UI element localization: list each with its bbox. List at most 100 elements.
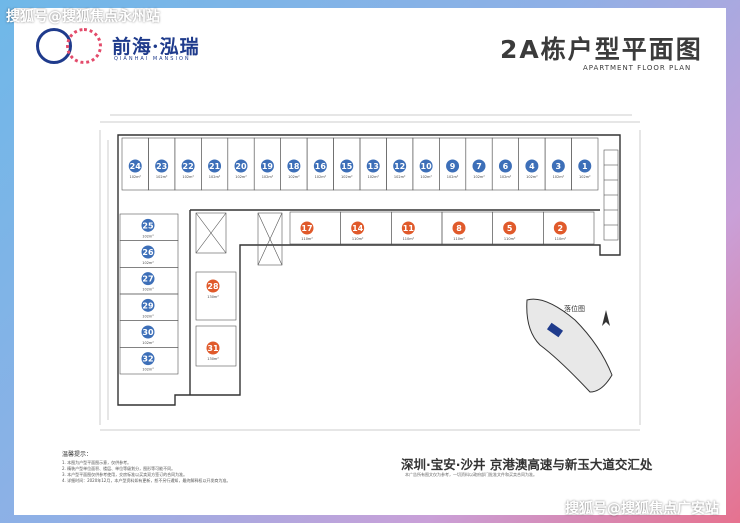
unit-number-badge-icon [313,159,327,173]
unit-number-badge-icon [260,159,274,173]
unit-number-badge-icon [141,272,155,286]
west-unit-walls [119,213,237,375]
note-line: 2. 精装户型单位面积、楼层、单位等级划分，图形等可能不同。 [62,466,176,471]
north-unit-walls [121,137,599,191]
site-building-marker-icon [546,322,564,338]
unit-area: 102m² [142,314,154,318]
north-unit: 12 102m² [393,159,407,179]
unit-number: 10 [421,162,433,171]
unit-cell [492,211,544,245]
unit-number: 11 [403,224,415,233]
brand-name-en: QIANHAI MANSION [114,56,191,62]
north-unit: 4 102m² [525,159,539,179]
unit-number-badge-icon [141,245,155,259]
unit-area: 102m² [262,175,274,179]
unit-number: 23 [156,162,167,171]
watermark-top: 搜狐号@搜狐焦点永州站 [6,9,160,25]
unit-number: 2 [558,224,564,233]
unit-number-badge-icon [155,159,169,173]
unit-area: 102m² [394,175,406,179]
elevator-core [195,149,619,266]
unit-area: 102m² [209,175,221,179]
unit-number-badge-icon [128,159,142,173]
unit-area: 102m² [500,175,512,179]
unit-area: 110m² [301,237,313,241]
unit-area: 102m² [473,175,485,179]
unit-badges: 24102m²23102m²22102m²21102m²20102m²19102… [128,159,592,372]
north-unit: 16 102m² [313,159,327,179]
unit-number-badge-icon [181,159,195,173]
unit-cell [571,137,599,191]
watermark-bottom: 搜狐号@搜狐焦点广安站 [565,501,719,517]
unit-number: 16 [315,162,327,171]
unit-cell [441,211,493,245]
unit-number-badge-icon [351,221,365,235]
unit-area: 102m² [315,175,327,179]
unit-number: 5 [507,224,513,233]
unit-area: 110m² [403,237,415,241]
unit-number: 12 [394,162,405,171]
unit-number: 1 [582,162,588,171]
unit-number: 13 [368,162,379,171]
note-line: 3. 本户型平面图仅供参考使用，交房标准以买卖双方签订的合同为准。 [62,472,188,477]
unit-number-badge-icon [452,221,466,235]
notes-title: 温馨提示： [62,451,93,458]
unit-number: 29 [142,301,154,310]
north-unit: 7 102m² [472,159,486,179]
unit-number-badge-icon [401,221,415,235]
unit-number: 31 [207,344,219,353]
site-plan [526,298,613,393]
unit-number-badge-icon [141,325,155,339]
unit-number: 8 [456,224,462,233]
unit-area: 102m² [129,175,141,179]
unit-number-badge-icon [525,159,539,173]
building-outline [117,134,621,406]
unit-number: 4 [529,162,535,171]
unit-number: 15 [341,162,353,171]
unit-number-badge-icon [553,221,567,235]
unit-cell [543,211,595,245]
unit-number-badge-icon [366,159,380,173]
unit-number: 27 [142,275,153,284]
unit-area: 102m² [526,175,538,179]
unit-number: 20 [235,162,247,171]
unit-number-badge-icon [141,218,155,232]
unit-number-badge-icon [287,159,301,173]
unit-number-badge-icon [340,159,354,173]
unit-number-badge-icon [503,221,517,235]
logo-ring-dotted-icon [66,28,102,64]
unit-number-badge-icon [446,159,460,173]
unit-area: 102m² [579,175,591,179]
page-subtitle: APARTMENT FLOOR PLAN [583,64,692,72]
dimension-lines [99,114,641,431]
project-location: 深圳·宝安·沙井 京港澳高速与新玉大道交汇处 [401,457,653,472]
unit-number-badge-icon [578,159,592,173]
unit-number: 25 [142,221,154,230]
brand-name: 前海·泓瑞 [112,36,200,58]
unit-number-badge-icon [551,159,565,173]
unit-area: 110m² [504,237,516,241]
unit-number: 21 [209,162,221,171]
north-arrow-icon [602,310,610,326]
unit-cell [391,211,443,245]
unit-number: 7 [476,162,482,171]
unit-cell [340,211,392,245]
